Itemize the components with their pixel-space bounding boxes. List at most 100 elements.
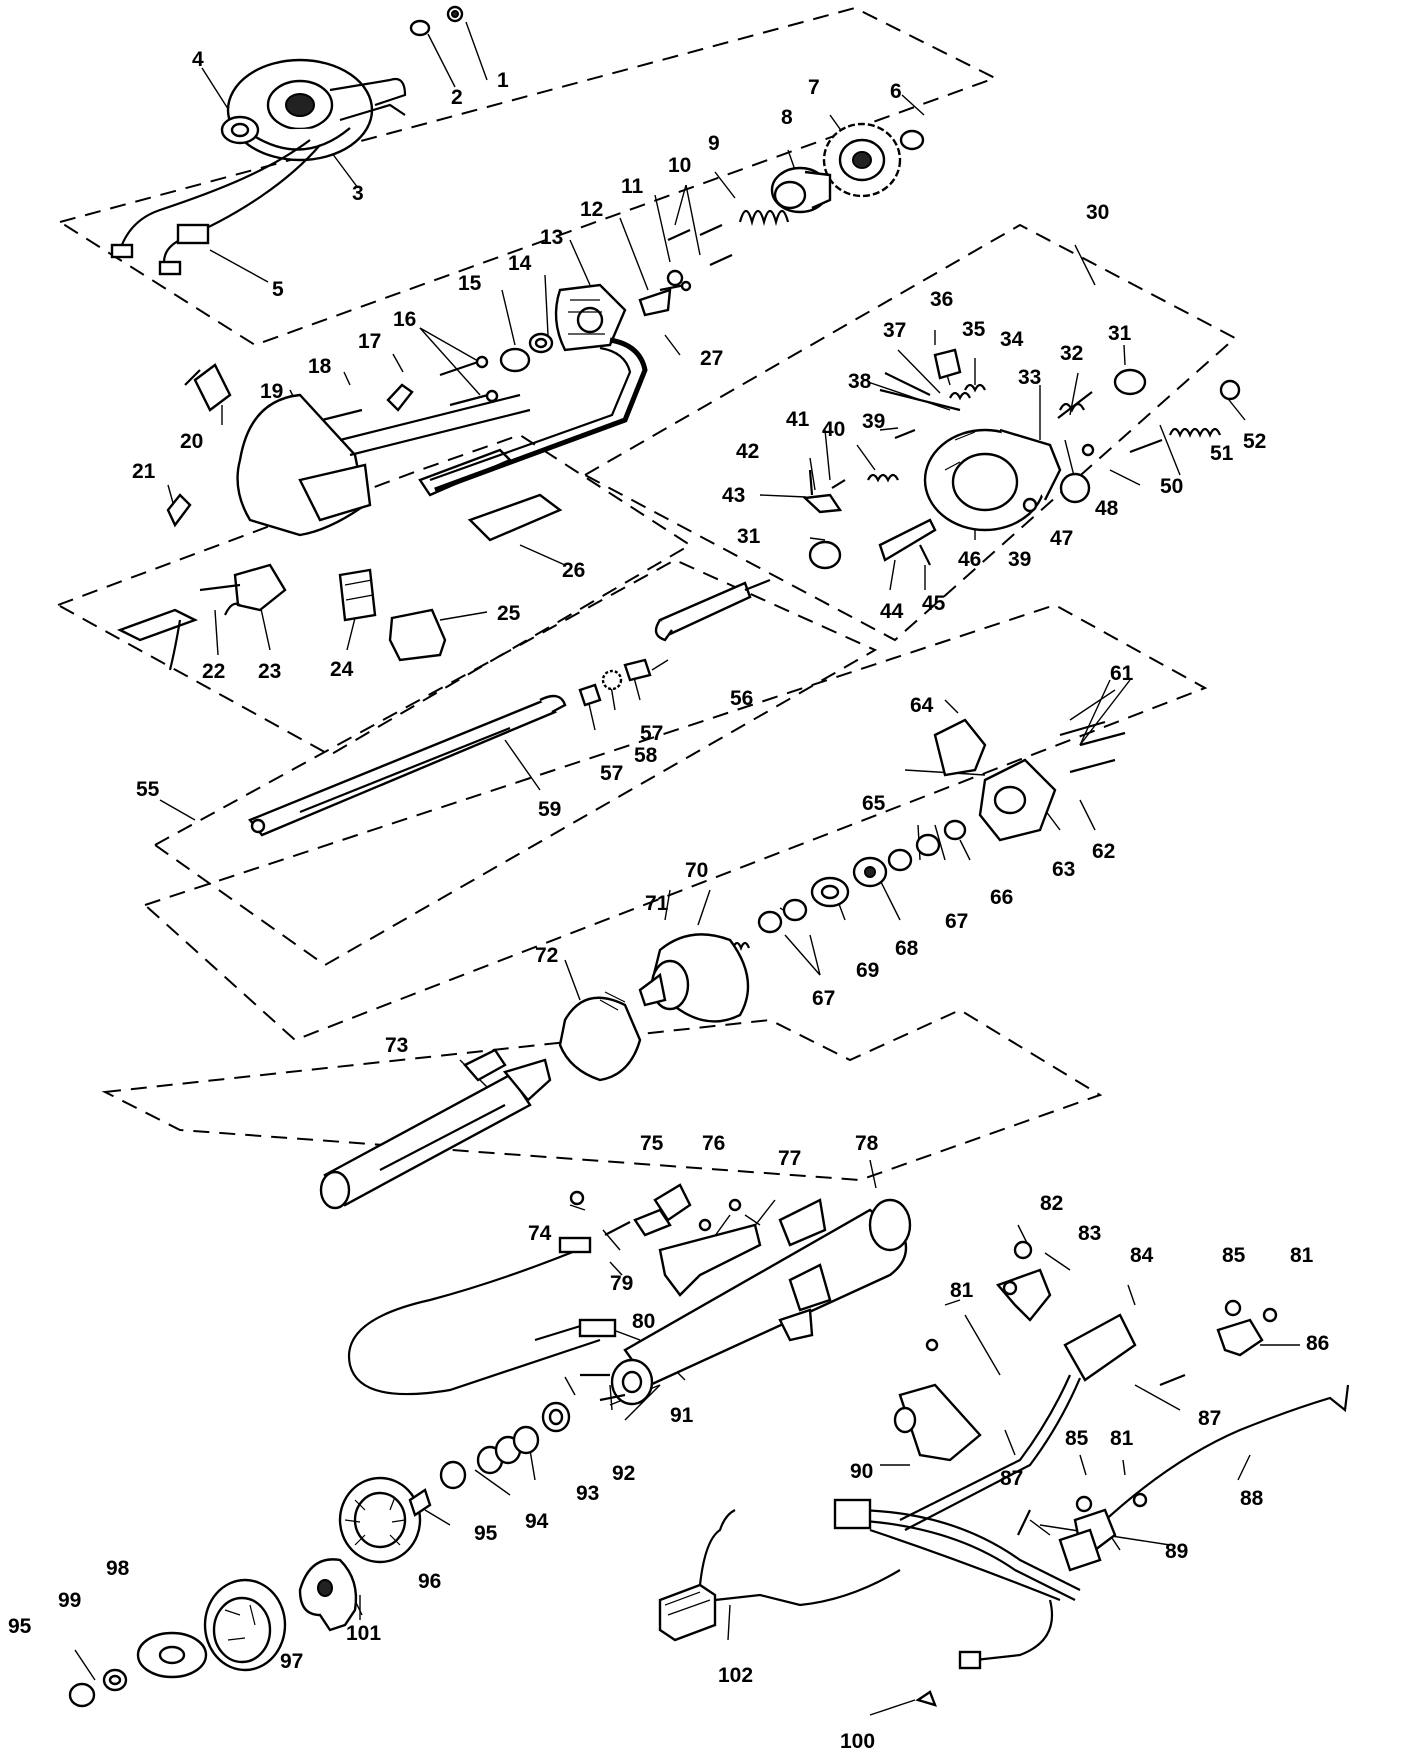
part-4-nut bbox=[220, 115, 260, 145]
callout-25: 25 bbox=[497, 602, 521, 625]
callout-48: 48 bbox=[1095, 497, 1119, 520]
callout-97: 97 bbox=[280, 1650, 303, 1673]
callout-88: 88 bbox=[1240, 1487, 1264, 1510]
callout-34: 34 bbox=[1000, 328, 1024, 351]
part-61-screws bbox=[1059, 720, 1126, 774]
callout-21: 21 bbox=[132, 460, 156, 483]
callout-4: 4 bbox=[192, 48, 204, 71]
callout-81-left: 81 bbox=[950, 1279, 974, 1302]
part-6-ring bbox=[899, 129, 925, 151]
callout-74: 74 bbox=[528, 1222, 552, 1245]
boundary-group-61 bbox=[143, 603, 1208, 1042]
part-87-bolts bbox=[1017, 1373, 1186, 1536]
callout-3: 3 bbox=[352, 182, 364, 205]
part-21-clip bbox=[166, 493, 192, 528]
callout-5: 5 bbox=[272, 278, 284, 301]
callout-10: 10 bbox=[668, 154, 691, 177]
callout-99: 99 bbox=[58, 1589, 81, 1612]
part-72-shroud bbox=[558, 991, 642, 1082]
callout-84: 84 bbox=[1130, 1244, 1154, 1267]
callout-36: 36 bbox=[930, 288, 953, 311]
part-101-plate bbox=[298, 1558, 358, 1632]
part-91-bearing-housing bbox=[610, 1358, 654, 1406]
part-25-cover bbox=[388, 608, 447, 662]
callout-17: 17 bbox=[358, 330, 381, 353]
parts-group-30 bbox=[802, 348, 1241, 570]
part-99-nut bbox=[102, 1668, 128, 1692]
part-100-terminal bbox=[915, 1690, 937, 1707]
callout-55: 55 bbox=[136, 778, 160, 801]
part-5-harness bbox=[110, 77, 407, 276]
part-15-ring bbox=[499, 347, 531, 373]
part-59-rod-assembly bbox=[248, 694, 567, 837]
callout-59: 59 bbox=[538, 798, 561, 821]
callout-72: 72 bbox=[535, 944, 558, 967]
callout-45: 45 bbox=[922, 592, 946, 615]
part-27-pin bbox=[659, 280, 692, 292]
part-102-connector bbox=[658, 1509, 901, 1642]
part-19-housing bbox=[236, 393, 531, 537]
part-84-switch bbox=[899, 1313, 1137, 1531]
leader-lines bbox=[74, 21, 1300, 1716]
part-16-screws bbox=[439, 355, 499, 407]
callout-70: 70 bbox=[685, 859, 708, 882]
part-7-sprocket bbox=[822, 122, 902, 198]
part-66-ring bbox=[943, 819, 967, 841]
part-52-cap bbox=[1219, 379, 1241, 401]
harness-main bbox=[833, 1498, 1102, 1670]
callout-40: 40 bbox=[822, 418, 845, 441]
part-44-lever bbox=[878, 518, 937, 562]
part-47-gear bbox=[1059, 472, 1091, 504]
callout-44: 44 bbox=[880, 600, 904, 623]
callout-75: 75 bbox=[640, 1132, 664, 1155]
callout-38: 38 bbox=[848, 370, 872, 393]
callout-100: 100 bbox=[840, 1730, 875, 1753]
parts-lower-left bbox=[68, 1358, 654, 1708]
part-31-ring-upper bbox=[1113, 368, 1147, 396]
callout-73: 73 bbox=[385, 1034, 408, 1057]
part-26-bracket bbox=[418, 448, 563, 542]
callout-47: 47 bbox=[1050, 527, 1073, 550]
part-45-pin bbox=[919, 544, 931, 566]
callout-15: 15 bbox=[458, 272, 482, 295]
part-85-nuts bbox=[1075, 1299, 1242, 1513]
boundary-top-group bbox=[57, 6, 998, 347]
callout-19: 19 bbox=[260, 380, 283, 403]
part-67-rings-upper bbox=[887, 833, 941, 872]
callout-20: 20 bbox=[180, 430, 203, 453]
callout-58: 58 bbox=[634, 744, 658, 767]
part-43-lever bbox=[802, 493, 843, 514]
part-67-rings-lower bbox=[757, 898, 808, 934]
part-34-35-springs bbox=[949, 383, 986, 401]
callout-67-left: 67 bbox=[812, 987, 835, 1010]
boundary-group-55 bbox=[153, 558, 878, 967]
callout-98: 98 bbox=[106, 1557, 130, 1580]
callout-94: 94 bbox=[525, 1510, 549, 1533]
callout-27: 27 bbox=[700, 347, 723, 370]
part-68-bearing bbox=[852, 856, 888, 888]
part-73-column-jacket bbox=[319, 1048, 552, 1210]
callout-26: 26 bbox=[562, 559, 585, 582]
callout-61: 61 bbox=[1110, 662, 1134, 685]
part-39-screws bbox=[894, 428, 1038, 513]
callout-23: 23 bbox=[258, 660, 281, 683]
part-10-screws bbox=[667, 223, 733, 267]
boundary-group-73 bbox=[101, 1008, 1103, 1182]
callout-87-right: 87 bbox=[1198, 1407, 1221, 1430]
callout-8: 8 bbox=[781, 106, 793, 129]
callout-95-lower: 95 bbox=[8, 1615, 32, 1638]
callout-93: 93 bbox=[576, 1482, 599, 1505]
parts-housing-group bbox=[116, 563, 447, 671]
callout-81-lower: 81 bbox=[1110, 1427, 1134, 1450]
callout-14: 14 bbox=[508, 252, 532, 275]
callout-65: 65 bbox=[862, 792, 886, 815]
part-33-spring bbox=[1059, 402, 1085, 413]
part-62-63-housing bbox=[978, 758, 1057, 842]
part-12-pin bbox=[638, 288, 672, 317]
part-58-gear bbox=[601, 669, 623, 691]
callout-91: 91 bbox=[670, 1404, 694, 1427]
callout-41: 41 bbox=[786, 408, 810, 431]
callout-11: 11 bbox=[621, 175, 644, 198]
callout-57-left: 57 bbox=[600, 762, 623, 785]
part-48-screw bbox=[1081, 443, 1095, 457]
